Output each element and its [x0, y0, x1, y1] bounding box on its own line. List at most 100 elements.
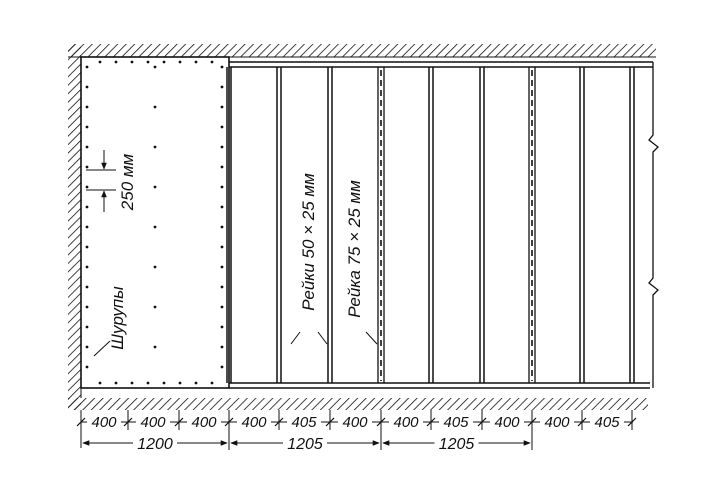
- batten: [327, 67, 333, 383]
- screw-dot: [153, 305, 157, 309]
- battens-small-label: Рейки 50 × 25 мм: [299, 173, 318, 311]
- dimension-tick: [627, 417, 637, 427]
- dimension-ticks: [76, 410, 637, 430]
- screw-dot: [220, 285, 224, 289]
- batten: [479, 67, 485, 383]
- dimension-segment-label: 400: [544, 414, 570, 431]
- screw-dot: [220, 325, 224, 329]
- vertical-battens: [226, 67, 635, 383]
- dimension-segment-label: 400: [342, 414, 368, 431]
- batten-large-leader: [365, 331, 378, 345]
- dimension-tick: [325, 417, 335, 427]
- screw-dot: [85, 225, 89, 229]
- screw-dot: [85, 205, 89, 209]
- spacing-indicator: 250 мм: [86, 150, 137, 212]
- screw-dot: [220, 265, 224, 269]
- screw-dot: [220, 305, 224, 309]
- spacing-label: 250 мм: [118, 153, 137, 211]
- screw-dot: [114, 60, 118, 64]
- screw-dot: [153, 225, 157, 229]
- screw-dot: [220, 165, 224, 169]
- board-sheet: [80, 56, 230, 389]
- screw-dot: [194, 60, 198, 64]
- screw-dot: [153, 345, 157, 349]
- screw-dot: [85, 105, 89, 109]
- screw-dot: [85, 285, 89, 289]
- dimension-segment-label: 405: [291, 414, 317, 431]
- dimension-tick: [224, 417, 234, 427]
- screw-dot: [85, 85, 89, 89]
- screw-dot: [85, 345, 89, 349]
- dimension-segment-label: 400: [91, 414, 117, 431]
- screw-dot: [85, 145, 89, 149]
- screw-dot: [220, 85, 224, 89]
- dimension-total-label: 1205: [439, 436, 475, 453]
- screw-dot: [130, 381, 134, 385]
- screw-dot: [153, 105, 157, 109]
- screw-dot: [162, 381, 166, 385]
- batten: [579, 67, 585, 383]
- batten: [276, 67, 282, 383]
- screw-dots: [85, 60, 224, 385]
- dimension-tick: [426, 417, 436, 427]
- batten-frame: [226, 61, 659, 389]
- batten-large-label: Рейка 75 × 25 мм: [345, 180, 364, 318]
- screw-dot: [153, 145, 157, 149]
- screw-dot: [210, 60, 214, 64]
- screw-dot: [85, 165, 89, 169]
- screw-dot: [85, 305, 89, 309]
- dimension-tick: [376, 417, 386, 427]
- screw-dot: [210, 381, 214, 385]
- dimension-tick: [174, 417, 184, 427]
- screw-dot: [220, 185, 224, 189]
- screw-dot: [220, 145, 224, 149]
- screw-dot: [220, 225, 224, 229]
- batten: [629, 67, 635, 383]
- dimension-total-label: 1200: [137, 436, 173, 453]
- dimension-segment-label: 400: [140, 414, 166, 431]
- screw-dot: [146, 381, 150, 385]
- dimension-tick: [577, 417, 587, 427]
- dimension-segment-label: 405: [443, 414, 469, 431]
- screw-dot: [178, 60, 182, 64]
- screw-dot: [178, 381, 182, 385]
- screw-dot: [220, 65, 224, 69]
- batten: [428, 67, 434, 383]
- dimension-segment-label: 400: [494, 414, 520, 431]
- dimension-segment-label: 400: [241, 414, 267, 431]
- screw-dot: [85, 365, 89, 369]
- screw-dot: [220, 245, 224, 249]
- dimension-tick: [274, 417, 284, 427]
- screw-dot: [85, 245, 89, 249]
- dimension-segment-label: 400: [393, 414, 419, 431]
- dimension-segment-label: 400: [191, 414, 217, 431]
- screw-dot: [98, 381, 102, 385]
- batten-wide: [528, 67, 536, 383]
- dimension-segment-label: 405: [594, 414, 620, 431]
- batten: [226, 67, 232, 383]
- screw-dot: [153, 265, 157, 269]
- dimension-tick: [123, 417, 133, 427]
- screw-dot: [220, 125, 224, 129]
- battens-small-leader-left: [290, 331, 301, 345]
- dimension-tick: [527, 417, 537, 427]
- dimension-tick: [76, 417, 86, 427]
- screw-dot: [153, 65, 157, 69]
- screw-dot: [130, 60, 134, 64]
- screw-dot: [220, 345, 224, 349]
- screw-dot: [220, 365, 224, 369]
- dimension-segment-labels: 400 400 400 400 405 400 400 405 400 400 405: [87, 413, 624, 431]
- screw-dot: [114, 381, 118, 385]
- break-line: [648, 62, 659, 388]
- screw-dot: [194, 381, 198, 385]
- screw-dot: [85, 265, 89, 269]
- screw-dot: [85, 125, 89, 129]
- screw-dot: [220, 105, 224, 109]
- screw-dot: [153, 185, 157, 189]
- screw-dot: [85, 65, 89, 69]
- screw-dot: [85, 185, 89, 189]
- dimension-tick: [477, 417, 487, 427]
